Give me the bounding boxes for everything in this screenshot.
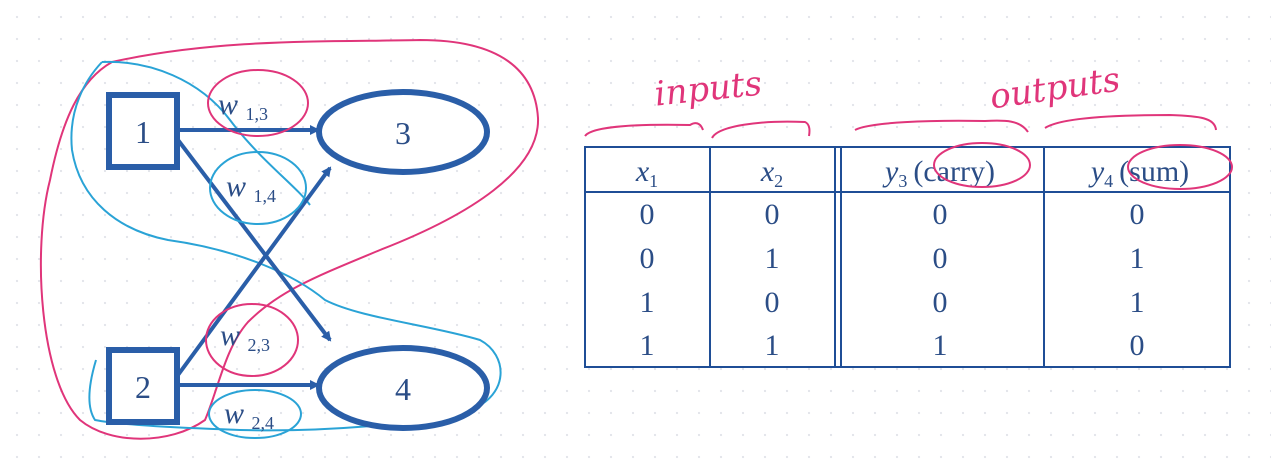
table-cell: 0 bbox=[640, 198, 655, 231]
weight-w14: w 1,4 bbox=[226, 170, 276, 206]
svg-text:w 2,3: w 2,3 bbox=[220, 319, 270, 355]
edge-2-3 bbox=[176, 166, 332, 377]
table-row: 0 0 0 0 bbox=[640, 198, 1145, 231]
pink-circle-sum bbox=[1127, 144, 1233, 190]
weight-w24-symbol: w bbox=[224, 397, 244, 430]
outputs-annotation: outputs bbox=[987, 60, 1122, 118]
svg-text:w 2,4: w 2,4 bbox=[224, 397, 274, 433]
table-cell: 1 bbox=[640, 329, 655, 362]
svg-text:w 1,4: w 1,4 bbox=[226, 170, 276, 206]
truth-table: x1 x2 y3(carry) y4(sum) 0 0 0 0 0 1 0 1 … bbox=[584, 142, 1233, 368]
table-header-y4-sum: y4(sum) bbox=[1088, 155, 1189, 191]
table-cell: 1 bbox=[933, 329, 948, 362]
table-cell: 0 bbox=[765, 286, 780, 319]
table-cell: 0 bbox=[933, 242, 948, 275]
pink-annotation-outline bbox=[39, 38, 540, 440]
weight-w13: w 1,3 bbox=[218, 88, 268, 124]
weight-w24: w 2,4 bbox=[224, 397, 274, 433]
weight-w23-subscript: 2,3 bbox=[248, 335, 271, 355]
table-cell: 0 bbox=[640, 242, 655, 275]
output-node-4: 4 bbox=[316, 345, 490, 431]
weight-w23-symbol: w bbox=[220, 319, 240, 352]
table-row: 1 0 0 1 bbox=[640, 286, 1145, 319]
input-node-2-label: 2 bbox=[135, 369, 151, 405]
table-cell: 1 bbox=[1130, 242, 1145, 275]
inputs-brace-right bbox=[711, 120, 811, 139]
output-node-4-label: 4 bbox=[395, 371, 411, 407]
pink-circle-w13 bbox=[207, 69, 309, 137]
inputs-brace-left bbox=[584, 122, 704, 137]
table-cell: 1 bbox=[765, 329, 780, 362]
weight-w14-subscript: 1,4 bbox=[254, 186, 277, 206]
cyan-annotation-stroke-2 bbox=[101, 60, 311, 206]
output-node-3-label: 3 bbox=[395, 115, 411, 151]
table-cell: 1 bbox=[1130, 286, 1145, 319]
pink-circle-w23 bbox=[205, 303, 299, 377]
weight-w13-symbol: w bbox=[218, 88, 238, 121]
table-header-x1: x1 bbox=[635, 155, 658, 191]
outputs-brace-right bbox=[1044, 113, 1217, 131]
output-node-3: 3 bbox=[316, 89, 490, 175]
weight-w14-symbol: w bbox=[226, 170, 246, 203]
input-node-2: 2 bbox=[106, 347, 180, 425]
table-cell: 0 bbox=[1130, 329, 1145, 362]
svg-text:w 1,3: w 1,3 bbox=[218, 88, 268, 124]
cyan-circle-w24 bbox=[208, 389, 302, 439]
table-cell: 0 bbox=[765, 198, 780, 231]
weight-w23: w 2,3 bbox=[220, 319, 270, 355]
table-cell: 0 bbox=[933, 286, 948, 319]
outputs-brace-left bbox=[854, 119, 1029, 133]
table-cell: 0 bbox=[933, 198, 948, 231]
table-cell: 1 bbox=[640, 286, 655, 319]
inputs-annotation: inputs bbox=[653, 64, 764, 115]
table-header-x2: x2 bbox=[760, 155, 783, 191]
table-cell: 1 bbox=[765, 242, 780, 275]
cyan-annotation-outline bbox=[70, 61, 502, 432]
table-row: 1 1 1 0 bbox=[640, 329, 1145, 362]
input-node-1-label: 1 bbox=[135, 114, 151, 150]
pink-circle-carry bbox=[933, 142, 1031, 188]
weight-w13-subscript: 1,3 bbox=[246, 104, 269, 124]
edge-1-4 bbox=[176, 138, 332, 342]
table-row: 0 1 0 1 bbox=[640, 242, 1145, 275]
input-node-1: 1 bbox=[106, 92, 180, 170]
weight-w24-subscript: 2,4 bbox=[252, 413, 275, 433]
cyan-circle-w14 bbox=[209, 151, 307, 225]
table-cell: 0 bbox=[1130, 198, 1145, 231]
